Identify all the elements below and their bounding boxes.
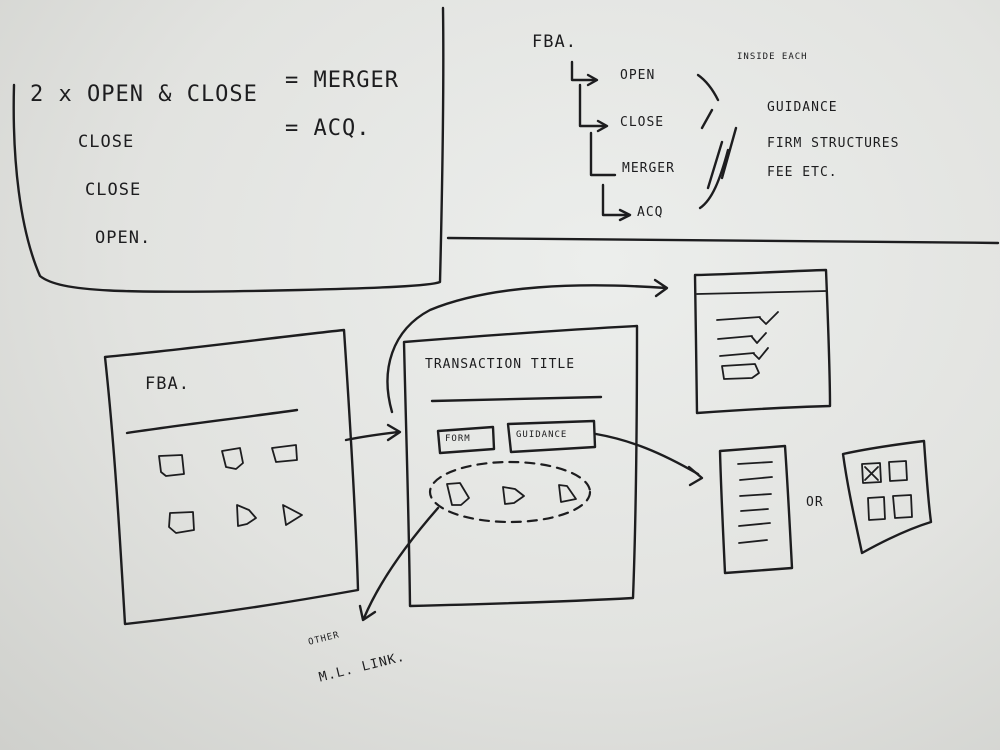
notes-box-outline xyxy=(12,6,445,293)
arrow-to-checklist xyxy=(386,284,668,414)
doc-line-1 xyxy=(737,461,773,465)
doc-line-2 xyxy=(739,476,773,481)
document-screen-outline xyxy=(718,444,794,575)
arrow-to-document-head xyxy=(687,465,704,487)
tree-branch-merger xyxy=(589,131,617,177)
notes-line1-left: 2 x OPEN & CLOSE xyxy=(30,82,258,107)
list-icon-5 xyxy=(236,504,257,527)
list-icon-6 xyxy=(282,504,303,526)
grid-screen-outline xyxy=(841,439,933,555)
tree-branch-acq xyxy=(601,183,630,217)
tree-note-guidance: GUIDANCE xyxy=(767,100,838,115)
checklist-line-2 xyxy=(717,335,753,340)
screen-transaction-outline xyxy=(402,324,639,608)
brace-merger-1 xyxy=(706,140,724,190)
form-button-label[interactable]: FORM xyxy=(445,434,471,444)
list-icon-1 xyxy=(158,454,185,477)
notes-line2-eq: = ACQ. xyxy=(285,116,371,141)
transaction-icon-1 xyxy=(446,482,470,506)
guidance-button-outline xyxy=(506,419,597,454)
tree-child-merger: MERGER xyxy=(622,161,675,176)
arrow-to-transaction-head xyxy=(386,423,402,442)
notes-line4: OPEN. xyxy=(95,228,152,248)
tree-root-label: FBA. xyxy=(532,32,577,52)
brace-close xyxy=(700,108,714,130)
transaction-icon-3 xyxy=(558,484,577,503)
doc-line-3 xyxy=(739,493,772,497)
tree-arrowhead-open xyxy=(586,73,599,87)
checklist-header-divider xyxy=(696,290,828,295)
checklist-line-3 xyxy=(719,352,755,357)
notes-line2-left: CLOSE xyxy=(78,132,135,152)
arrow-to-document xyxy=(594,432,700,476)
grid-cell-2 xyxy=(888,460,908,482)
arrow-to-checklist-head xyxy=(653,278,669,298)
notes-line1-eq: = MERGER xyxy=(285,68,399,93)
tree-child-open: OPEN xyxy=(620,68,656,83)
screen-transaction-header-divider xyxy=(430,395,603,403)
list-icon-2 xyxy=(221,447,244,470)
form-button-outline xyxy=(436,425,496,455)
guidance-button-label[interactable]: GUIDANCE xyxy=(516,430,568,440)
doc-line-5 xyxy=(738,522,771,527)
screen-transaction-title: TRANSACTION TITLE xyxy=(425,357,576,372)
grid-cell-1 xyxy=(861,462,882,484)
check-3 xyxy=(753,347,769,360)
tree-branch-close xyxy=(578,83,607,128)
brace-open xyxy=(696,73,720,102)
tree-note-fee: FEE ETC. xyxy=(767,165,838,180)
tree-arrowhead-close xyxy=(596,119,609,133)
tree-child-close: CLOSE xyxy=(620,115,665,130)
doc-line-6 xyxy=(738,539,768,544)
tree-note-inside-each: INSIDE EACH xyxy=(737,52,808,62)
tree-branch-open xyxy=(570,60,597,82)
checklist-item-box xyxy=(721,363,760,380)
tree-arrowhead-acq xyxy=(618,208,632,222)
tree-section-divider xyxy=(446,236,1000,245)
arrow-to-transaction xyxy=(344,430,400,442)
or-label: OR xyxy=(806,495,824,510)
arrow-to-side-note-head xyxy=(358,604,377,622)
screen-list-header-divider xyxy=(125,408,299,435)
checklist-line-1 xyxy=(716,316,761,321)
list-icon-4 xyxy=(168,511,195,534)
tree-child-acq: ACQ xyxy=(637,205,664,220)
list-icon-3 xyxy=(271,444,298,463)
check-1 xyxy=(759,311,779,325)
screen-list-title: FBA. xyxy=(145,374,190,394)
transaction-icon-2 xyxy=(502,486,525,505)
brace-acq xyxy=(698,148,730,210)
check-2 xyxy=(751,332,767,344)
checklist-screen-outline xyxy=(693,268,832,415)
related-items-group xyxy=(428,460,592,524)
screen-list-outline xyxy=(103,328,360,626)
arrow-to-side-note xyxy=(362,506,440,620)
grid-cell-4 xyxy=(892,494,913,519)
notes-line3: CLOSE xyxy=(85,180,142,200)
grid-cell-1-cross xyxy=(864,466,879,481)
brace-merger-2 xyxy=(720,126,738,180)
tree-note-firm-structures: FIRM STRUCTURES xyxy=(767,136,900,151)
doc-line-4 xyxy=(740,508,769,512)
grid-cell-3 xyxy=(867,496,886,521)
